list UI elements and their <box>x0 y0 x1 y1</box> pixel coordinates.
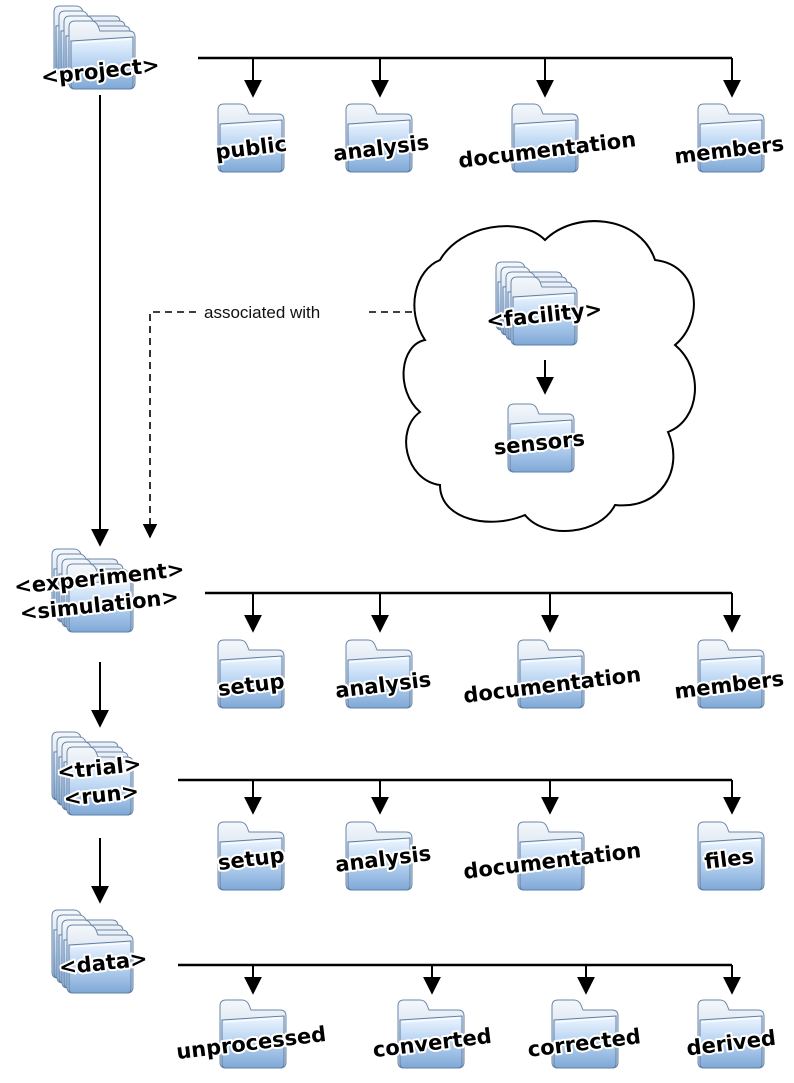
files-folder[interactable]: files <box>697 821 765 891</box>
files-label: files <box>703 844 755 874</box>
connectors <box>91 56 741 995</box>
project-folder[interactable]: <project> <box>38 6 163 91</box>
project-members-folder[interactable]: members <box>671 103 787 173</box>
experiment-setup-folder[interactable]: setup <box>215 639 288 709</box>
trial-analysis-folder[interactable]: analysis <box>332 821 434 891</box>
experiment-folder[interactable]: <experiment> <simulation> <box>11 549 188 632</box>
associated-with-label: associated with <box>204 303 320 322</box>
unprocessed-folder[interactable]: unprocessed <box>173 999 329 1069</box>
experiment-members-folder[interactable]: members <box>671 639 787 709</box>
project-documentation-folder[interactable]: documentation <box>455 103 639 175</box>
facility-cloud <box>402 220 696 532</box>
corrected-folder[interactable]: corrected <box>524 999 644 1069</box>
trial-folder[interactable]: <trial> <run> <box>52 732 144 815</box>
experiment-analysis-folder[interactable]: analysis <box>332 639 434 709</box>
trial-documentation-folder[interactable]: documentation <box>460 821 644 891</box>
derived-folder[interactable]: derived <box>683 999 779 1069</box>
associated-with-dashed-arrow <box>142 304 490 539</box>
project-analysis-folder[interactable]: analysis <box>330 103 432 173</box>
converted-folder[interactable]: converted <box>369 999 495 1069</box>
trial-setup-folder[interactable]: setup <box>215 821 288 891</box>
public-folder[interactable]: public <box>212 103 290 173</box>
data-folder[interactable]: <data> <box>52 910 151 993</box>
experiment-documentation-folder[interactable]: documentation <box>460 639 644 710</box>
